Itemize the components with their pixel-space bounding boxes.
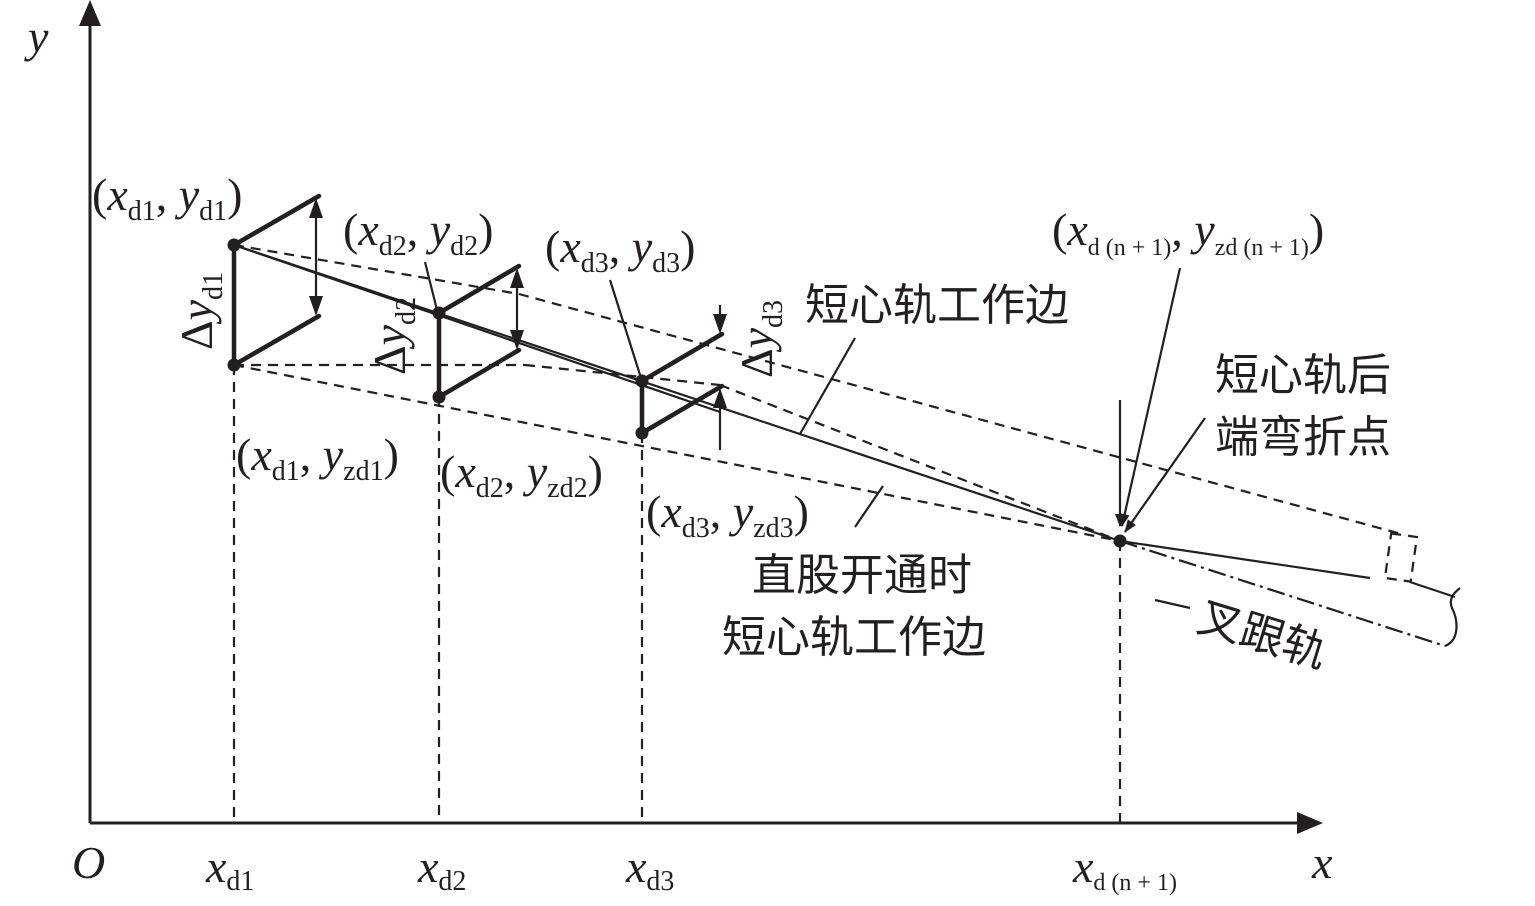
section-2-dim-arrow-down-icon xyxy=(510,330,524,350)
point-3-top-marker xyxy=(635,374,649,388)
leader-straight-open xyxy=(854,485,884,528)
point-1-top-marker xyxy=(227,238,241,252)
dashed-link-right xyxy=(719,383,1121,543)
annotation-bend-point-line2: 端弯折点 xyxy=(1215,412,1391,463)
annotation-working-edge: 短心轨工作边 xyxy=(805,280,1069,331)
leader-bend-point xyxy=(1124,417,1206,533)
label-p1-top: (xd1, yd1) xyxy=(92,169,243,227)
vertical-guides xyxy=(232,365,1122,823)
annotations: 短心轨工作边 短心轨后 端弯折点 直股开通时 短心轨工作边 叉跟轨 xyxy=(722,280,1391,679)
section-1 xyxy=(227,193,323,372)
tail-solid xyxy=(1119,539,1371,580)
x-tick-labels: xd1 xd2 xd3 xd (n + 1) xyxy=(205,841,1177,897)
point-2-bottom-marker xyxy=(432,390,446,404)
straight-open-working-edge xyxy=(233,363,1121,543)
x-tick-xdn: xd (n + 1) xyxy=(1072,841,1177,896)
tail-dashed-box xyxy=(1383,532,1419,583)
origin-label: O xyxy=(72,837,105,888)
x-axis-arrow-icon xyxy=(1297,812,1323,834)
annotation-bend-point-line1: 短心轨后 xyxy=(1215,350,1391,401)
x-axis-label: x xyxy=(1311,837,1333,888)
section-2-outline xyxy=(436,263,522,400)
x-tick-xd3: xd3 xyxy=(625,841,674,897)
leader-heel-rail xyxy=(1154,598,1191,610)
label-delta-yd1: Δyd1 xyxy=(171,272,229,350)
leader-pn-label xyxy=(1119,267,1182,527)
leader-p2-top xyxy=(423,261,439,311)
section-1-dim-arrow-up-icon xyxy=(309,198,323,218)
section-3-dim-arrow-down-icon xyxy=(713,314,727,334)
heel-rail-top-edge xyxy=(1409,580,1456,599)
heel-rail-break-icon xyxy=(1444,587,1461,648)
label-p2-bottom: (xd2, yzd2) xyxy=(440,446,603,504)
dashed-link-bottom-1 xyxy=(233,243,520,296)
point-2-top-marker xyxy=(432,306,446,320)
section-3-dim-arrow-up-icon xyxy=(713,388,727,408)
label-delta-yd3: Δyd3 xyxy=(731,300,789,378)
dashed-construction-lines xyxy=(233,243,1406,543)
section-2-dim-arrow-up-icon xyxy=(510,268,524,288)
coordinate-labels: (xd1, yd1) (xd2, yd2) (xd3, yd3) (xd1, y… xyxy=(92,169,1324,544)
x-tick-xd2: xd2 xyxy=(417,841,466,897)
point-3-bottom-marker xyxy=(635,426,649,440)
leader-p3-top xyxy=(608,279,643,379)
section-1-dim-arrow-down-icon xyxy=(309,296,323,316)
leader-working-edge xyxy=(799,337,856,435)
annotation-straight-open-line2: 短心轨工作边 xyxy=(722,612,986,663)
leader-lines xyxy=(423,261,1206,610)
point-1-bottom-marker xyxy=(227,358,241,372)
section-3 xyxy=(635,305,727,450)
label-p3-bottom: (xd3, yzd3) xyxy=(646,486,809,544)
point-n-marker xyxy=(1113,534,1127,548)
section-1-outline xyxy=(231,193,322,368)
y-axis-arrow-icon xyxy=(79,0,101,26)
working-edge-main xyxy=(233,243,1121,543)
delta-labels: Δyd1 Δyd2 Δyd3 xyxy=(171,272,789,378)
section-2 xyxy=(432,263,524,404)
label-p3-top: (xd3, yd3) xyxy=(545,221,696,279)
label-p1-bottom: (xd1, yzd1) xyxy=(236,429,399,487)
annotation-heel-rail: 叉跟轨 xyxy=(1192,592,1333,679)
section-3-outline xyxy=(639,331,725,436)
label-pn: (xd (n + 1), yzd (n + 1)) xyxy=(1052,204,1324,261)
axes: y x O xyxy=(24,0,1333,888)
label-p2-top: (xd2, yd2) xyxy=(343,204,494,262)
y-axis-label: y xyxy=(24,11,49,62)
heel-rail-dashdot xyxy=(1119,539,1446,648)
upper-dashed-edge xyxy=(518,292,1406,537)
annotation-straight-open-line1: 直股开通时 xyxy=(752,550,972,601)
label-delta-yd2: Δyd2 xyxy=(364,297,422,375)
x-tick-xd1: xd1 xyxy=(205,841,254,897)
